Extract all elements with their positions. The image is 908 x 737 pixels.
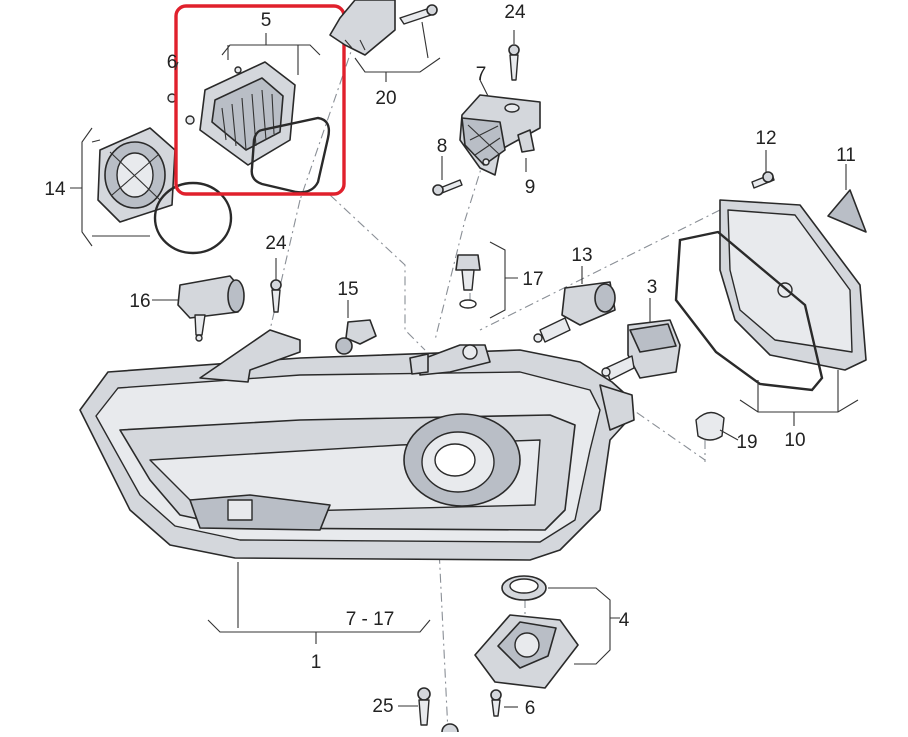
label-part-19: 19 xyxy=(736,432,757,453)
highlight-box xyxy=(174,4,346,196)
part-5-control-module xyxy=(185,61,296,166)
part-10-rear-cover xyxy=(719,199,867,371)
label-part-25: 25 xyxy=(372,696,393,717)
label-part-5: 5 xyxy=(261,10,272,31)
label-part-1: 1 xyxy=(311,652,322,673)
label-part-17: 17 xyxy=(522,269,543,290)
label-part-3: 3 xyxy=(647,277,658,298)
part-16-bulb xyxy=(177,275,245,342)
label-part-7-17: 7 - 17 xyxy=(346,609,395,630)
label-part-8: 8 xyxy=(437,136,448,157)
label-part-7: 7 xyxy=(476,64,487,85)
part-4-control-unit xyxy=(474,614,579,689)
part-bottom-edge-fastener xyxy=(441,723,459,737)
part-14-cover-cap xyxy=(97,127,176,223)
part-3-xenon-bulb xyxy=(601,319,681,381)
label-part-12: 12 xyxy=(755,128,776,149)
part-5-seal xyxy=(250,116,331,194)
part-4-ring xyxy=(501,575,547,601)
label-part-6-top: 6 xyxy=(167,52,178,73)
part-17-screw xyxy=(455,254,481,309)
label-part-9: 9 xyxy=(525,177,536,198)
part-14-o-ring xyxy=(153,181,233,255)
label-part-24-top: 24 xyxy=(504,2,526,23)
label-part-4: 4 xyxy=(619,610,630,631)
part-25-screw xyxy=(417,687,431,726)
label-part-10: 10 xyxy=(784,430,805,451)
part-12-screw xyxy=(751,171,775,189)
label-part-14: 14 xyxy=(44,179,66,200)
part-13-bulb xyxy=(533,281,616,343)
part-9-clip xyxy=(517,129,535,153)
part-11-reflector-triangle xyxy=(827,189,867,233)
label-part-13: 13 xyxy=(571,245,592,266)
part-7-mounting-bracket xyxy=(459,94,541,176)
part-24-screw-top xyxy=(508,44,520,81)
label-part-24-left: 24 xyxy=(265,233,287,254)
part-20-bracket xyxy=(329,0,438,56)
part-15-lamp-socket xyxy=(335,319,377,355)
part-10-seal xyxy=(674,230,824,392)
part-number-labels: 1 3 4 5 6 6 7 7 - 17 8 9 10 11 12 13 14 … xyxy=(44,2,855,719)
label-part-15: 15 xyxy=(337,279,358,300)
label-part-6-bottom: 6 xyxy=(525,698,536,719)
leader-lines xyxy=(70,21,859,708)
part-8-screw xyxy=(432,179,463,196)
label-part-16: 16 xyxy=(129,291,150,312)
label-part-20: 20 xyxy=(375,88,396,109)
label-part-11: 11 xyxy=(836,145,856,166)
part-6-screw-bottom xyxy=(490,689,502,717)
part-1-headlight-housing xyxy=(79,329,635,561)
part-19-cap xyxy=(695,411,725,441)
part-24-screw-left xyxy=(270,279,282,313)
